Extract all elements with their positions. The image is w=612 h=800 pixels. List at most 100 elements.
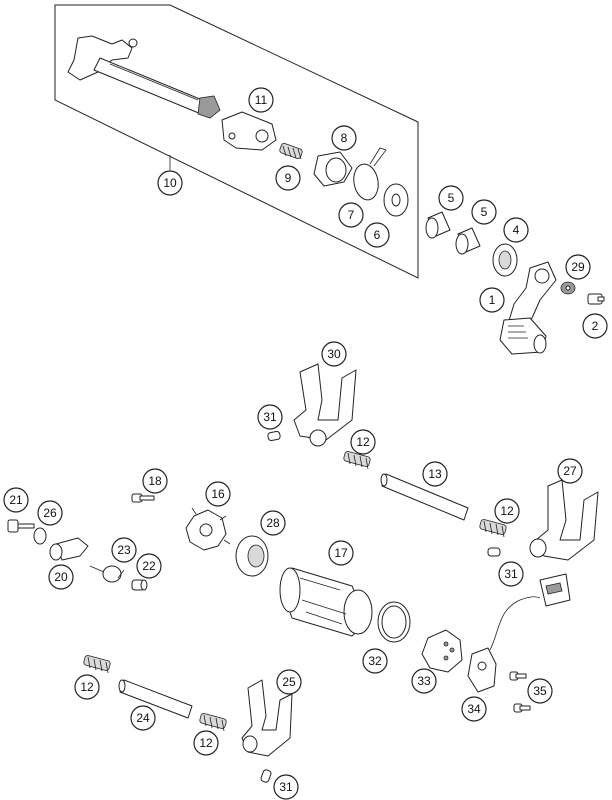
callout-13: 13 [422, 461, 448, 487]
callout-5b: 5 [471, 199, 497, 225]
bolt-part-21 [7, 519, 35, 533]
spring-small-part [279, 142, 303, 160]
callout-27: 27 [557, 458, 583, 484]
svg-text:9: 9 [285, 171, 292, 185]
callout-26: 26 [37, 500, 63, 526]
svg-text:13: 13 [428, 467, 442, 481]
callout-11: 11 [248, 87, 274, 113]
screw-part-35a [509, 671, 527, 681]
svg-text:17: 17 [334, 546, 348, 560]
svg-text:22: 22 [142, 559, 156, 573]
svg-text:24: 24 [136, 711, 150, 725]
svg-text:5: 5 [481, 205, 488, 219]
callout-28: 28 [260, 510, 286, 536]
callout-5a: 5 [438, 185, 464, 211]
callout-33: 33 [411, 668, 437, 694]
callout-22: 22 [136, 553, 162, 579]
svg-text:31: 31 [504, 567, 518, 581]
callout-34: 34 [461, 696, 487, 722]
pin-part-31b [487, 547, 501, 557]
bushing-bracket-part [313, 151, 353, 187]
svg-text:5: 5 [448, 191, 455, 205]
bolt-part-18 [131, 493, 155, 503]
callout-7: 7 [338, 202, 364, 228]
spring-part-12d [199, 713, 227, 732]
spring-clip-part [353, 147, 387, 201]
shaft-part-13 [380, 473, 469, 521]
callout-1: 1 [479, 287, 505, 313]
washer-part [383, 183, 409, 217]
svg-text:16: 16 [211, 487, 225, 501]
svg-text:12: 12 [199, 736, 213, 750]
pin-part-31a [267, 430, 281, 442]
callout-8: 8 [331, 125, 357, 151]
svg-text:7: 7 [348, 208, 355, 222]
svg-text:32: 32 [368, 654, 382, 668]
spring-part-12b [479, 519, 507, 538]
callout-6: 6 [364, 222, 390, 248]
bushing-part-a [425, 211, 451, 239]
shift-drum-locator-part [185, 507, 231, 551]
screw-part-35b [513, 703, 531, 713]
gear-sensor-part [467, 573, 571, 693]
torsion-spring-part [89, 565, 125, 583]
svg-text:12: 12 [356, 435, 370, 449]
callout-18: 18 [142, 468, 168, 494]
spring-part-12a [343, 451, 371, 470]
washer-part-26 [33, 527, 47, 545]
svg-text:8: 8 [341, 131, 348, 145]
callout-31a: 31 [257, 404, 283, 430]
callout-17: 17 [328, 540, 354, 566]
subassembly-outline [54, 4, 419, 279]
shift-plate-part [221, 111, 277, 151]
shift-fork-part-27 [529, 479, 599, 561]
callout-12b: 12 [494, 498, 520, 524]
bearing-part-28 [235, 535, 269, 577]
svg-text:20: 20 [54, 570, 68, 584]
svg-text:23: 23 [117, 543, 131, 557]
svg-text:21: 21 [9, 493, 23, 507]
shift-fork-part-30 [293, 363, 357, 447]
spring-part-12c [83, 655, 111, 674]
svg-text:4: 4 [513, 223, 520, 237]
svg-text:11: 11 [255, 93, 268, 107]
nut-part [560, 281, 576, 295]
callout-12d: 12 [193, 730, 219, 756]
svg-text:28: 28 [266, 516, 280, 530]
callout-25: 25 [276, 669, 302, 695]
callout-12a: 12 [350, 429, 376, 455]
callout-24: 24 [130, 705, 156, 731]
shaft-part-24 [118, 679, 193, 719]
gear-position-wheel-part [421, 629, 463, 673]
locking-lever-part [49, 537, 89, 561]
callout-35: 35 [527, 678, 553, 704]
callout-31c: 31 [273, 774, 299, 800]
svg-text:2: 2 [592, 319, 599, 333]
callout-31b: 31 [498, 561, 524, 587]
bolt-part-2 [587, 293, 605, 305]
svg-text:10: 10 [163, 176, 177, 190]
svg-text:27: 27 [563, 464, 577, 478]
svg-text:33: 33 [417, 674, 431, 688]
svg-text:25: 25 [282, 675, 296, 689]
svg-text:35: 35 [533, 684, 547, 698]
svg-text:18: 18 [148, 474, 162, 488]
callout-29: 29 [565, 254, 591, 280]
callout-10: 10 [157, 170, 183, 196]
bushing-part-22 [131, 579, 148, 591]
callout-9: 9 [275, 165, 301, 191]
shift-drum-part [279, 567, 373, 637]
svg-text:6: 6 [374, 228, 381, 242]
callout-16: 16 [205, 481, 231, 507]
ring-part-32 [377, 601, 411, 643]
callout-30: 30 [321, 341, 347, 367]
callout-23: 23 [111, 537, 137, 563]
svg-text:26: 26 [43, 506, 57, 520]
svg-text:30: 30 [327, 347, 341, 361]
svg-text:31: 31 [279, 780, 293, 794]
pin-part-31c [260, 769, 272, 783]
svg-text:1: 1 [489, 293, 496, 307]
svg-text:34: 34 [467, 702, 481, 716]
bushing-part-b [455, 227, 481, 255]
seal-ring-part [492, 243, 518, 277]
